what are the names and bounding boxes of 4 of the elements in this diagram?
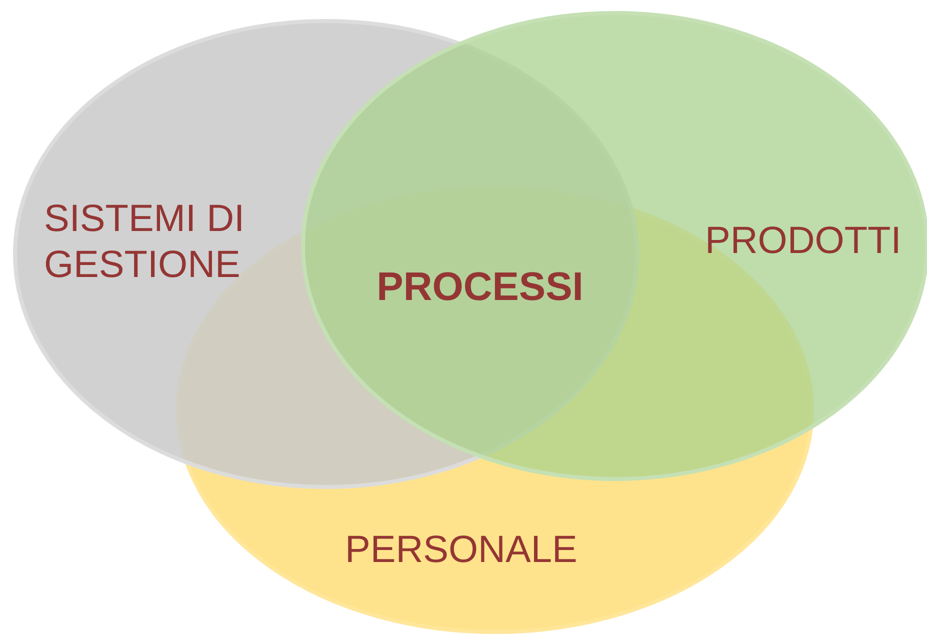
set-label: PRODOTTI	[705, 219, 902, 264]
set-label: SISTEMI DI GESTIONE	[44, 197, 246, 288]
intersection-label: PROCESSI	[376, 265, 584, 310]
set-label: PERSONALE	[345, 528, 578, 573]
